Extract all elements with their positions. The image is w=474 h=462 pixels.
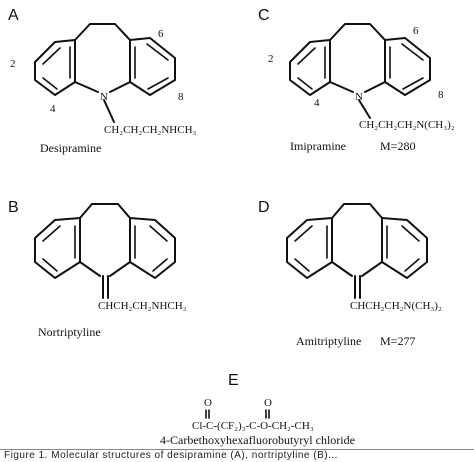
panel-d-amitriptyline: D CHCH₂CH₂N(CH₃)₂ Amitriptyline M=277	[258, 199, 442, 348]
panel-a-position-2: 2	[10, 58, 16, 70]
panel-c-position-8: 8	[438, 89, 444, 101]
panel-a-nitrogen: N	[100, 91, 108, 103]
panel-a-desipramine: A N 2 4 6 8 CH₂CH₂CH₂NHCH₃ Desipramine	[8, 7, 197, 155]
panel-b-letter: B	[8, 199, 19, 216]
panel-e-reagent: E O O Cl-C-(CF₂)₃-C-O-CH₂-CH₃ 4-Carbetho…	[160, 372, 355, 447]
panel-c-side-chain: CH₂CH₂CH₂N(CH₃)₂	[359, 119, 455, 131]
panel-c-position-4: 4	[314, 97, 320, 109]
panel-c-imipramine: C N 2 4 6 8 CH₂CH₂CH₂N(CH₃)₂ Imipramine …	[258, 7, 455, 153]
panel-a-letter: A	[8, 7, 19, 24]
panel-c-position-2: 2	[268, 53, 274, 65]
panel-e-formula: Cl-C-(CF₂)₃-C-O-CH₂-CH₃	[192, 420, 314, 432]
panel-e-compound-name: 4-Carbethoxyhexafluorobutyryl chloride	[160, 433, 355, 447]
panel-b-nortriptyline: B CHCH₂CH₂NHCH₃ Nortriptyline	[8, 199, 187, 339]
panel-d-compound-name: Amitriptyline	[296, 334, 361, 348]
panel-d-letter: D	[258, 199, 270, 216]
panel-c-compound-name: Imipramine	[290, 139, 346, 153]
panel-d-skeleton	[286, 203, 428, 299]
panel-c-letter: C	[258, 7, 270, 24]
panel-c-position-6: 6	[413, 25, 419, 37]
panel-a-position-8: 8	[178, 91, 184, 103]
figure-caption: Figure 1. Molecular structures of desipr…	[4, 450, 338, 461]
panel-a-position-4: 4	[50, 103, 56, 115]
panel-b-side-chain: CHCH₂CH₂NHCH₃	[98, 300, 187, 312]
figure-caption-strip: Figure 1. Molecular structures of desipr…	[0, 449, 474, 462]
panel-c-molecular-mass: M=280	[380, 139, 415, 153]
panel-e-carbonyl-oxygen-2: O	[264, 397, 272, 409]
panel-c-nitrogen: N	[355, 91, 363, 103]
panel-d-molecular-mass: M=277	[380, 334, 415, 348]
panel-a-skeleton	[34, 23, 176, 123]
panel-d-side-chain: CHCH₂CH₂N(CH₃)₂	[350, 300, 442, 312]
panel-e-carbonyl-oxygen-1: O	[204, 397, 212, 409]
panel-e-letter: E	[228, 372, 239, 389]
panel-b-skeleton	[34, 203, 176, 299]
panel-a-compound-name: Desipramine	[40, 141, 101, 155]
panel-a-side-chain: CH₂CH₂CH₂NHCH₃	[104, 124, 197, 136]
panel-c-skeleton	[289, 23, 431, 119]
panel-a-position-6: 6	[158, 28, 164, 40]
molecular-structures-figure: A N 2 4 6 8 CH₂CH₂CH₂NHCH₃ Desipramine	[8, 7, 455, 447]
panel-b-compound-name: Nortriptyline	[38, 325, 101, 339]
